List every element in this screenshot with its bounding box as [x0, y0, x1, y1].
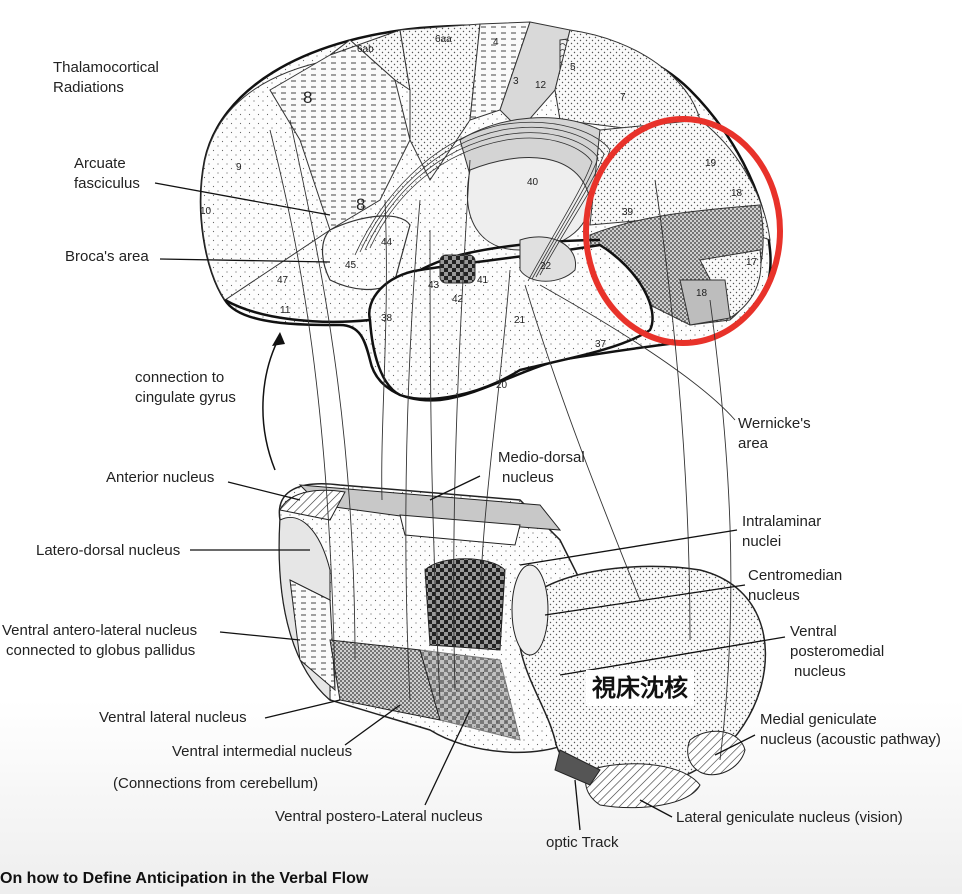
anterior-nucleus-region: [279, 489, 346, 521]
label-line: nuclei: [742, 533, 782, 550]
label-line: nucleus (acoustic pathway): [760, 731, 941, 748]
broca-region: [321, 215, 411, 291]
label-line: nucleus: [794, 663, 846, 680]
label-line: connection to: [135, 369, 225, 386]
area-number: 19: [705, 158, 717, 169]
pulvinar-overlay-label: 視床沈核: [586, 670, 694, 706]
label-optic-track: optic Track: [546, 834, 619, 851]
label-line: Intralaminar: [742, 513, 822, 530]
label-ventral-intermedial-nucleus: Ventral intermedial nucleus: [172, 743, 353, 760]
label-line: fasciculus: [74, 175, 140, 192]
area-18-lower: [679, 279, 731, 326]
area-number: 22: [540, 261, 552, 272]
area-number: 11: [280, 305, 291, 316]
area-number: 37: [595, 339, 607, 350]
optic-tract: [554, 749, 601, 786]
label-wernicke-area: Wernicke's area: [738, 414, 811, 454]
label-line: Ventral antero-lateral nucleus: [2, 622, 198, 639]
medial-geniculate: [687, 730, 746, 776]
area-42: [439, 254, 476, 284]
area-10: [466, 157, 591, 251]
area-number: 39: [622, 207, 634, 218]
label-broca-area: Broca's area: [65, 248, 149, 265]
temporal-lobe: [367, 243, 654, 401]
area-numbers: 6ab 6aa 4 3 12 5 7 8 9 10 8 44 45 47 11 …: [200, 34, 758, 391]
label-cerebellum-connections: (Connections from cerebellum): [113, 775, 319, 792]
area-number: 43: [428, 280, 440, 291]
area-number: 21: [514, 315, 526, 326]
label-line: nucleus: [502, 469, 554, 486]
label-line: area: [738, 435, 769, 452]
cingulate-arrowhead: [272, 332, 285, 346]
projection-fibers: [269, 119, 736, 761]
label-arcuate-fasciculus: Arcuate fasciculus: [74, 154, 140, 194]
label-ventral-postero-lateral-nucleus: Ventral postero-Lateral nucleus: [275, 808, 483, 825]
area-number: 47: [277, 275, 289, 286]
area-number: 41: [477, 275, 489, 286]
label-latero-dorsal-nucleus: Latero-dorsal nucleus: [36, 542, 181, 559]
area-number: 3: [513, 76, 519, 87]
area-number: 42: [452, 294, 464, 305]
arcuate-fasciculus-fibers: [354, 121, 611, 282]
area-number: 20: [496, 380, 508, 391]
area-number: 38: [381, 313, 393, 324]
area-number: 44: [381, 237, 393, 248]
area-number: 6ab: [357, 44, 374, 55]
cingulate-arrow: [262, 335, 281, 471]
area-6ab: [329, 29, 411, 92]
centromedian-oval: [511, 564, 549, 656]
label-intralaminar-nuclei: Intralaminar nuclei: [742, 512, 821, 552]
lateral-geniculate: [585, 763, 701, 809]
label-line: Medial geniculate: [760, 711, 877, 728]
label-centromedian-nucleus: Centromedian nucleus: [748, 566, 842, 606]
wernicke-highlight-circle: [583, 116, 783, 346]
label-line: Radiations: [53, 79, 124, 96]
area-17: [699, 249, 762, 319]
area-number: 4: [493, 37, 499, 48]
label-medio-dorsal-nucleus: Medio-dorsal nucleus: [498, 448, 585, 488]
thalamus: [278, 483, 767, 809]
area-number: 6aa: [435, 34, 452, 45]
area-number: 45: [345, 260, 357, 271]
label-line: nucleus: [748, 587, 800, 604]
area-number: 10: [200, 206, 212, 217]
intralaminar-band: [399, 514, 521, 546]
label-line: Ventral: [790, 623, 837, 640]
area-number: 9: [236, 162, 242, 173]
label-line: Wernicke's: [738, 415, 811, 432]
label-lateral-geniculate-nucleus: Lateral geniculate nucleus (vision): [676, 809, 903, 826]
ventral-intermedial-region: [419, 649, 521, 741]
label-line: connected to globus pallidus: [6, 642, 196, 659]
area-number: 12: [535, 80, 547, 91]
label-line: Thalamocortical: [53, 59, 159, 76]
area-number: 17: [746, 257, 758, 268]
label-medial-geniculate-nucleus: Medial geniculate nucleus (acoustic path…: [760, 710, 941, 750]
area-number: 8: [303, 88, 312, 107]
leader-lines: [154, 182, 786, 831]
cerebral-cortex: 6ab 6aa 4 3 12 5 7 8 9 10 8 44 45 47 11 …: [199, 21, 783, 471]
label-cingulate-connection: connection to cingulate gyrus: [135, 368, 236, 408]
label-line: posteromedial: [790, 643, 885, 660]
area-number: 18: [731, 188, 743, 199]
label-ventral-lateral-nucleus: Ventral lateral nucleus: [99, 709, 247, 726]
label-ventral-posteromedial-nucleus: Ventral posteromedial nucleus: [790, 622, 884, 682]
label-thalamocortical-radiations: Thalamocortical Radiations: [53, 58, 159, 98]
area-number: 8: [356, 195, 365, 214]
label-line: cingulate gyrus: [135, 389, 236, 406]
label-line: Medio-dorsal: [498, 449, 585, 466]
area-3-12: [499, 21, 571, 131]
area-number: 5: [570, 62, 576, 73]
label-anterior-nucleus: Anterior nucleus: [106, 469, 215, 486]
video-caption: On how to Define Anticipation in the Ver…: [0, 870, 369, 887]
area-number: 40: [527, 177, 539, 188]
area-number: 18: [696, 288, 708, 299]
label-line: Centromedian: [748, 567, 843, 584]
area-number: 7: [620, 92, 626, 103]
label-line: Arcuate: [74, 155, 126, 172]
label-ventral-antero-lateral-nucleus: Ventral antero-lateral nucleus connected…: [2, 621, 197, 661]
